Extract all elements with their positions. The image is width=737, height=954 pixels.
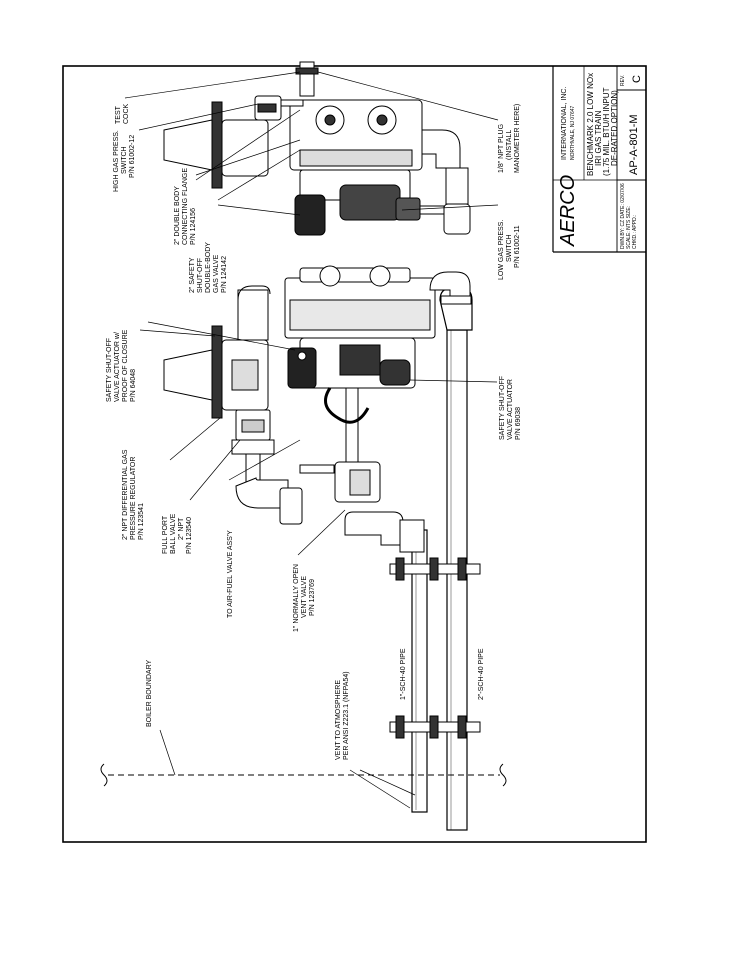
callout-safety-valve-1: 2" SAFETY bbox=[189, 257, 196, 293]
lower-outlet-elbow bbox=[429, 271, 471, 297]
callout-actuator-poc-3: PROOF OF CLOSURE bbox=[122, 329, 129, 402]
boundary-break-right bbox=[499, 763, 507, 787]
callout-to-air-fuel: TO AIR-FUEL VALVE ASS'Y bbox=[227, 530, 234, 618]
inlet-elbow bbox=[235, 477, 303, 525]
company-name: INTERNATIONAL, INC. bbox=[561, 87, 568, 160]
callout-ball-valve-1: FULL PORT bbox=[162, 515, 169, 554]
callout-test-cock-2: COCK bbox=[123, 103, 130, 124]
company-logo: AERCO bbox=[557, 175, 579, 247]
callout-actuator-3: P/N 69038 bbox=[515, 407, 522, 440]
callout-vent-atmosphere-2: PER ANSI Z223.1 (NFPA54) bbox=[343, 671, 350, 760]
callout-regulator-1: 2" NPT DIFFERENTIAL GAS bbox=[122, 449, 129, 540]
ball-valve bbox=[231, 409, 275, 485]
info-line-1: DWN.BY: CZ DATE: 02/07/06 bbox=[620, 183, 626, 249]
pipe-support-lower bbox=[389, 715, 481, 739]
info-line-2: SCALE: NTS SIZE: bbox=[626, 206, 632, 249]
callout-low-gas-3: P/N 61002-11 bbox=[514, 225, 521, 268]
title-line-1: BENCHMARK 2.0 LOW NOx bbox=[586, 73, 595, 176]
title-line-3: (1.75 MIL. BTU/H INPUT bbox=[602, 87, 611, 176]
callout-high-gas-3: P/N 61002-12 bbox=[129, 135, 136, 178]
pipe-support-upper bbox=[389, 557, 481, 581]
callout-high-gas-2: SWITCH bbox=[121, 146, 128, 174]
callout-flange-2: CONNECTING FLANGE bbox=[182, 168, 189, 245]
callout-regulator-2: PRESSURE REGULATOR bbox=[130, 457, 137, 540]
callout-low-gas-1: LOW GAS PRESS. bbox=[498, 220, 505, 280]
callout-ball-valve-4: P/N 123540 bbox=[186, 517, 193, 554]
callout-ball-valve-3: 2" NPT bbox=[178, 517, 185, 540]
callout-safety-valve-5: P/N 124142 bbox=[221, 256, 228, 293]
high-gas-switch bbox=[254, 95, 304, 121]
callout-npt-plug-2: (INSTALL bbox=[506, 130, 513, 160]
boundary-break-left bbox=[100, 763, 108, 787]
callout-vent-valve-2: VENT VALVE bbox=[301, 576, 308, 618]
callout-actuator-poc-2: VALVE ACTUATOR w/ bbox=[114, 332, 121, 402]
callout-boiler-boundary: BOILER BOUNDARY bbox=[146, 660, 153, 727]
callout-npt-plug-3: MANOMETER HERE) bbox=[514, 104, 521, 173]
callout-regulator-3: P/N 123541 bbox=[138, 503, 145, 540]
gas-pressure-regulator bbox=[163, 325, 269, 419]
vent-valve bbox=[299, 461, 381, 503]
callout-pipe-2in: 2"-SCH-40 PIPE bbox=[478, 648, 485, 700]
company-city: NORTHVALE, NJ 07647 bbox=[570, 105, 576, 160]
callout-safety-valve-4: GAS VALVE bbox=[213, 254, 220, 293]
info-line-3: CHKD.: APPD.: bbox=[632, 215, 638, 249]
rev-label: REV. bbox=[620, 75, 626, 86]
callout-flange-1: 2" DOUBLE BODY bbox=[174, 186, 181, 245]
callout-npt-plug-1: 1/8" NPT PLUG bbox=[498, 124, 505, 173]
callout-vent-atmosphere-1: VENT TO ATMOSPHERE bbox=[335, 680, 342, 760]
callout-actuator-poc-1: SAFETY SHUT-OFF bbox=[106, 338, 113, 402]
rev-value: C bbox=[631, 75, 643, 83]
callout-actuator-poc-4: P/N 64048 bbox=[130, 369, 137, 402]
upper-safety-valve bbox=[289, 99, 423, 236]
title-line-2: IRI GAS TRAIN bbox=[594, 110, 603, 166]
callout-safety-valve-2: SHUT-OFF bbox=[197, 258, 204, 293]
callout-actuator-1: SAFETY SHUT-OFF bbox=[499, 376, 506, 440]
callout-low-gas-2: SWITCH bbox=[506, 234, 513, 262]
lower-actuator bbox=[287, 347, 370, 424]
lower-safety-valve bbox=[284, 265, 436, 389]
drawing-border bbox=[62, 65, 647, 843]
leader-lines bbox=[124, 71, 499, 809]
callout-high-gas-1: HIGH GAS PRESS. bbox=[113, 130, 120, 192]
test-cock bbox=[295, 61, 319, 97]
drawing-number: AP-A-801-M bbox=[628, 114, 640, 175]
callout-test-cock-1: TEST bbox=[115, 105, 122, 124]
upper-regulator bbox=[163, 101, 269, 189]
title-line-4: DE-RATED OPTION) bbox=[610, 90, 619, 166]
callout-ball-valve-2: BALL VALVE bbox=[170, 513, 177, 554]
title-block: AERCO INTERNATIONAL, INC. NORTHVALE, NJ … bbox=[552, 66, 646, 253]
callout-pipe-1in: 1"-SCH-40 PIPE bbox=[400, 648, 407, 700]
lower-valve-inlet-pipe bbox=[237, 289, 269, 341]
callouts: TEST COCK HIGH GAS PRESS. SWITCH P/N 610… bbox=[106, 103, 522, 760]
gas-train-assembly bbox=[163, 61, 481, 831]
upper-outlet-pipe bbox=[419, 129, 471, 235]
callout-safety-valve-3: DOUBLE-BODY bbox=[205, 242, 212, 293]
callout-vent-valve-3: P/N 123769 bbox=[309, 579, 316, 616]
callout-flange-3: P/N 124156 bbox=[190, 208, 197, 245]
callout-actuator-2: VALVE ACTUATOR bbox=[507, 379, 514, 440]
callout-vent-valve-1: 1" NORMALLY OPEN bbox=[293, 564, 300, 632]
